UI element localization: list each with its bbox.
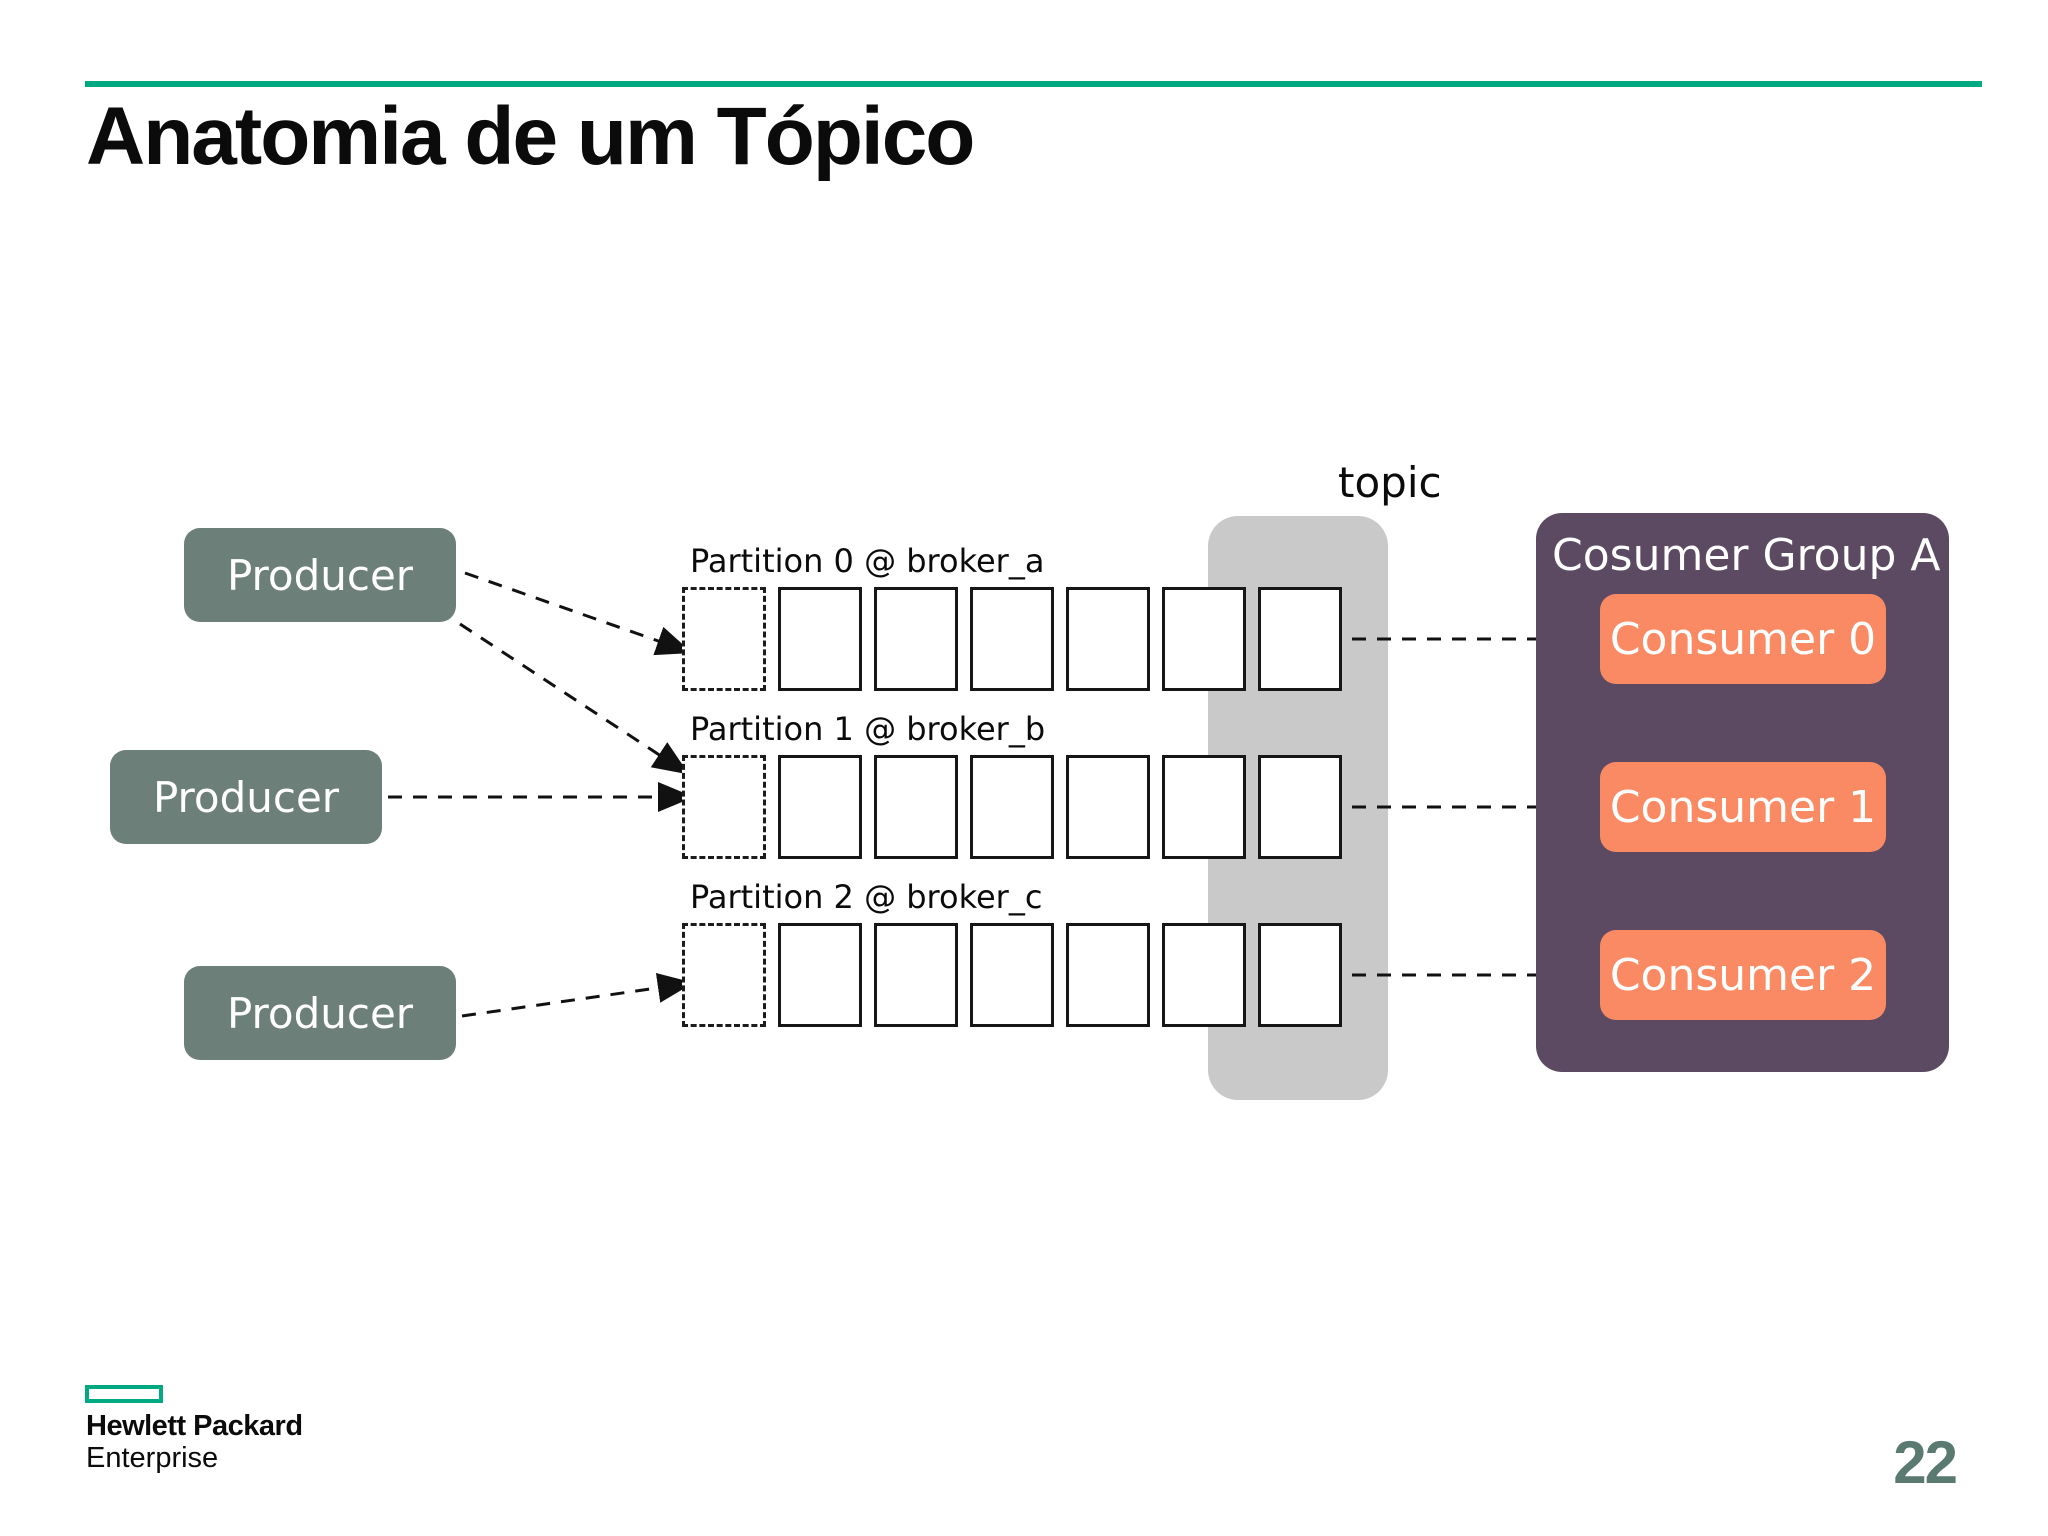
producer-arrow-p1-partition1 (459, 622, 690, 775)
message-slot (1258, 755, 1342, 859)
message-slot (874, 755, 958, 859)
accent-rule (85, 81, 1982, 87)
page-number: 22 (1893, 1429, 1958, 1496)
producer-box: Producer (184, 528, 456, 622)
producer-box: Producer (110, 750, 382, 844)
producer-box: Producer (184, 966, 456, 1060)
message-slot-dashed (682, 755, 766, 859)
hpe-logo-mark (85, 1385, 163, 1403)
consumer-box: Consumer 1 (1600, 762, 1886, 852)
message-slot (1258, 587, 1342, 691)
page-title: Anatomia de um Tópico (86, 91, 975, 182)
message-slot (970, 587, 1054, 691)
consumer-box: Consumer 2 (1600, 930, 1886, 1020)
message-slot (1162, 587, 1246, 691)
hpe-logo-line1: Hewlett Packard (86, 1410, 303, 1442)
topic-label: topic (1338, 458, 1442, 507)
message-slot (1066, 587, 1150, 691)
partition-label: Partition 0 @ broker_a (690, 542, 1045, 580)
message-slot (874, 923, 958, 1027)
consumer-box: Consumer 0 (1600, 594, 1886, 684)
message-slot (1162, 755, 1246, 859)
message-slot (778, 587, 862, 691)
partition-label: Partition 1 @ broker_b (690, 710, 1046, 748)
message-slot (970, 923, 1054, 1027)
message-slot (970, 755, 1054, 859)
message-slot (778, 755, 862, 859)
consumer-group-title: Cosumer Group A (1552, 530, 1941, 581)
message-slot (1066, 923, 1150, 1027)
message-slot (1162, 923, 1246, 1027)
hpe-logo-line2: Enterprise (86, 1442, 219, 1474)
message-slot (1258, 923, 1342, 1027)
producer-arrow-p1-partition0 (464, 571, 693, 656)
message-slot (778, 923, 862, 1027)
message-slot (874, 587, 958, 691)
message-slot-dashed (682, 587, 766, 691)
message-slot-dashed (682, 923, 766, 1027)
message-slot (1066, 755, 1150, 859)
producer-arrow-p3-partition2 (461, 973, 694, 1018)
partition-label: Partition 2 @ broker_c (690, 878, 1043, 916)
